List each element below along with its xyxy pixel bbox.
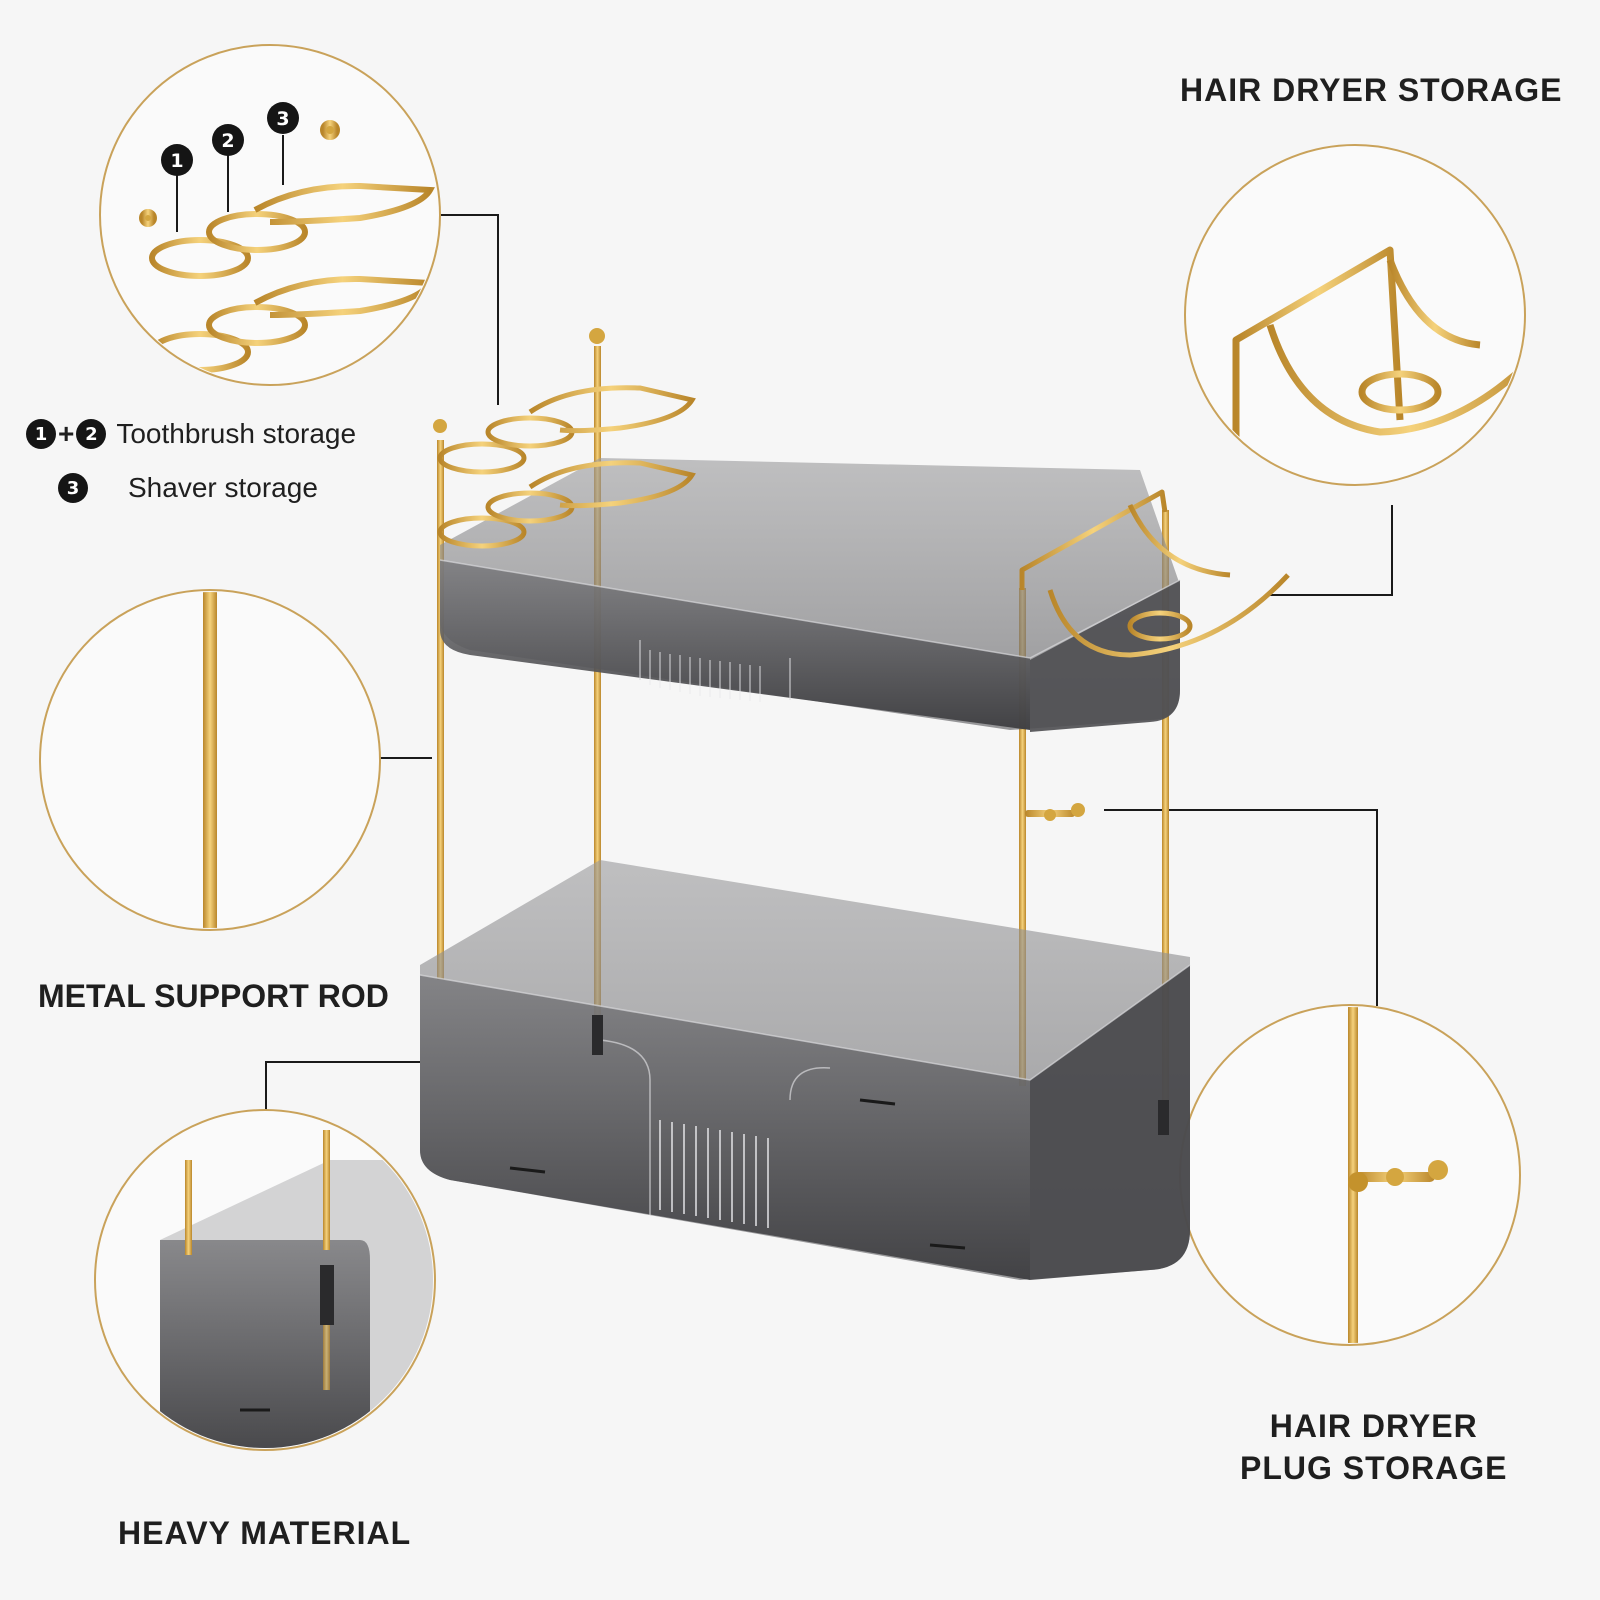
legend-number-2: 2 bbox=[76, 419, 107, 449]
metal-support-rod-label: METAL SUPPORT ROD bbox=[38, 978, 389, 1014]
plug-label-line-1: HAIR DRYER bbox=[1269, 1408, 1478, 1444]
main-organizer-product bbox=[419, 328, 1290, 1280]
callout-number-1: 1 bbox=[170, 150, 183, 172]
toothbrush-storage-text: Toothbrush storage bbox=[116, 418, 357, 449]
toothbrush-holder-detail-circle: 1 2 3 bbox=[99, 44, 441, 386]
plug-label-line-2: PLUG STORAGE bbox=[1240, 1450, 1508, 1486]
hair-dryer-plug-storage-label: HAIR DRYER PLUG STORAGE bbox=[1240, 1405, 1507, 1489]
shaver-storage-text: Shaver storage bbox=[128, 472, 318, 503]
legend-number-1: 1 bbox=[26, 419, 56, 449]
callout-number-2: 2 bbox=[221, 130, 234, 152]
callout-number-3: 3 bbox=[276, 108, 289, 130]
legend-plus: + bbox=[58, 418, 75, 449]
plug-hook-detail-circle bbox=[1179, 1004, 1521, 1346]
callout-connectors bbox=[265, 214, 1393, 1112]
metal-rod-detail-circle bbox=[39, 589, 381, 931]
legend-toothbrush: 1 + 2 Toothbrush storage bbox=[26, 418, 356, 450]
heavy-material-detail-circle bbox=[94, 1109, 436, 1451]
heavy-material-label: HEAVY MATERIAL bbox=[118, 1515, 412, 1551]
legend-number-3: 3 bbox=[58, 473, 88, 503]
hair-dryer-storage-label: HAIR DRYER STORAGE bbox=[1180, 72, 1563, 108]
hair-dryer-holder-detail-circle bbox=[1184, 144, 1526, 486]
legend-shaver: 3 Shaver storage bbox=[58, 472, 318, 504]
callout-number-markers: 1 2 3 bbox=[161, 102, 299, 232]
